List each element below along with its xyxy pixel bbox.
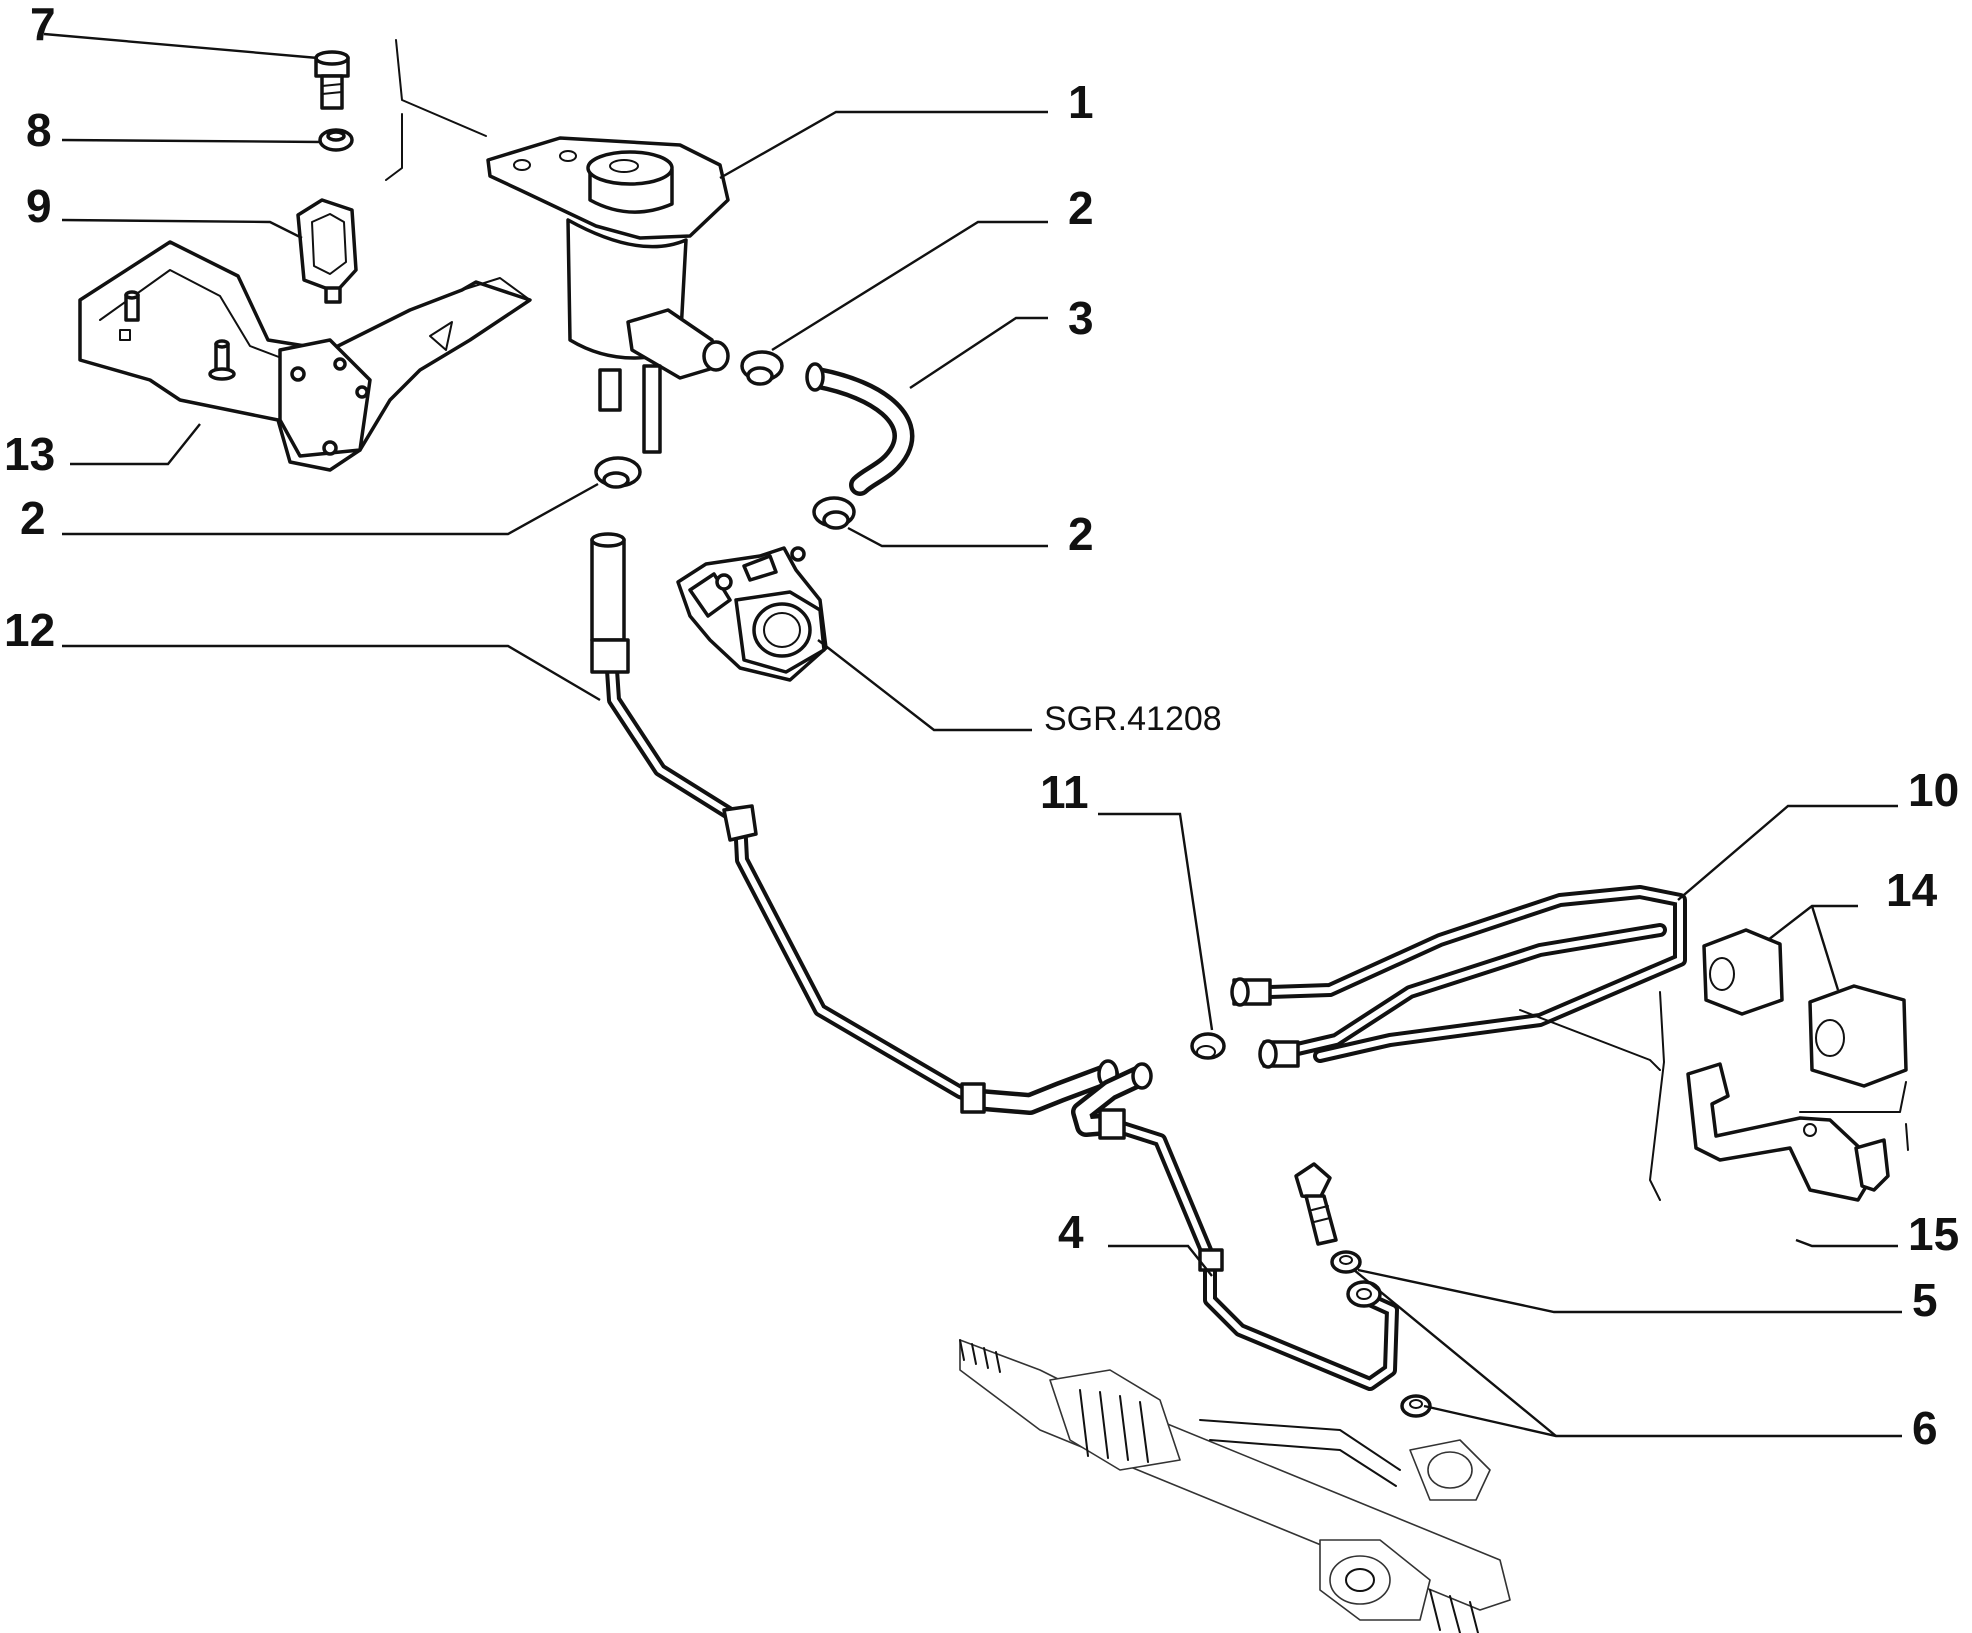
callout-11: 11 [1040, 766, 1089, 818]
bolt-part [314, 50, 350, 110]
callout-14: 14 [1886, 864, 1938, 916]
clip-part [296, 198, 358, 304]
banjo-bolt-part [1294, 1162, 1338, 1246]
callout-13: 13 [4, 428, 55, 480]
bushing-bracket-part [1686, 1062, 1890, 1202]
callout-2-top: 2 [1068, 182, 1094, 234]
callout-2-left: 2 [20, 492, 46, 544]
reservoir-part [486, 136, 730, 454]
steering-rack-reference [959, 1339, 1511, 1633]
callout-5: 5 [1912, 1274, 1938, 1326]
callout-2-right: 2 [1068, 508, 1094, 560]
drawing-reference-label: SGR.41208 [1044, 700, 1222, 738]
callout-7: 7 [30, 0, 56, 50]
bushing-part-right [1808, 984, 1908, 1088]
hose-clamp-part-left [594, 456, 642, 489]
hose-clamp-part-upper [740, 350, 784, 386]
sealing-washer-part-lower [1400, 1394, 1432, 1418]
callout-numbers: 7 8 9 13 2 12 1 2 3 2 11 10 14 4 15 5 6 [4, 0, 1959, 1454]
return-hose-part [805, 362, 915, 496]
callout-9: 9 [26, 180, 52, 232]
callout-12: 12 [4, 604, 55, 656]
callout-1: 1 [1068, 76, 1094, 128]
callout-8: 8 [26, 104, 52, 156]
hose-clamp-part-right [812, 496, 856, 530]
pipe-clip-part [1190, 1032, 1226, 1060]
pressure-pipe-part [1071, 1062, 1399, 1391]
sealing-washer-part-upper [1330, 1250, 1362, 1274]
assembly-guide-lines [385, 39, 1909, 1201]
feed-pipe-part [590, 532, 1119, 1115]
callout-15: 15 [1908, 1208, 1959, 1260]
leader-lines [43, 32, 1902, 1438]
callout-4: 4 [1058, 1206, 1084, 1258]
mounting-bracket-part [78, 240, 532, 472]
washer-part [318, 128, 354, 152]
bushing-part-left [1702, 928, 1784, 1016]
callout-6: 6 [1912, 1402, 1938, 1454]
pump-reference-part [676, 546, 828, 682]
callout-10: 10 [1908, 764, 1959, 816]
callout-3: 3 [1068, 292, 1094, 344]
twin-return-pipes-part [1230, 885, 1687, 1069]
